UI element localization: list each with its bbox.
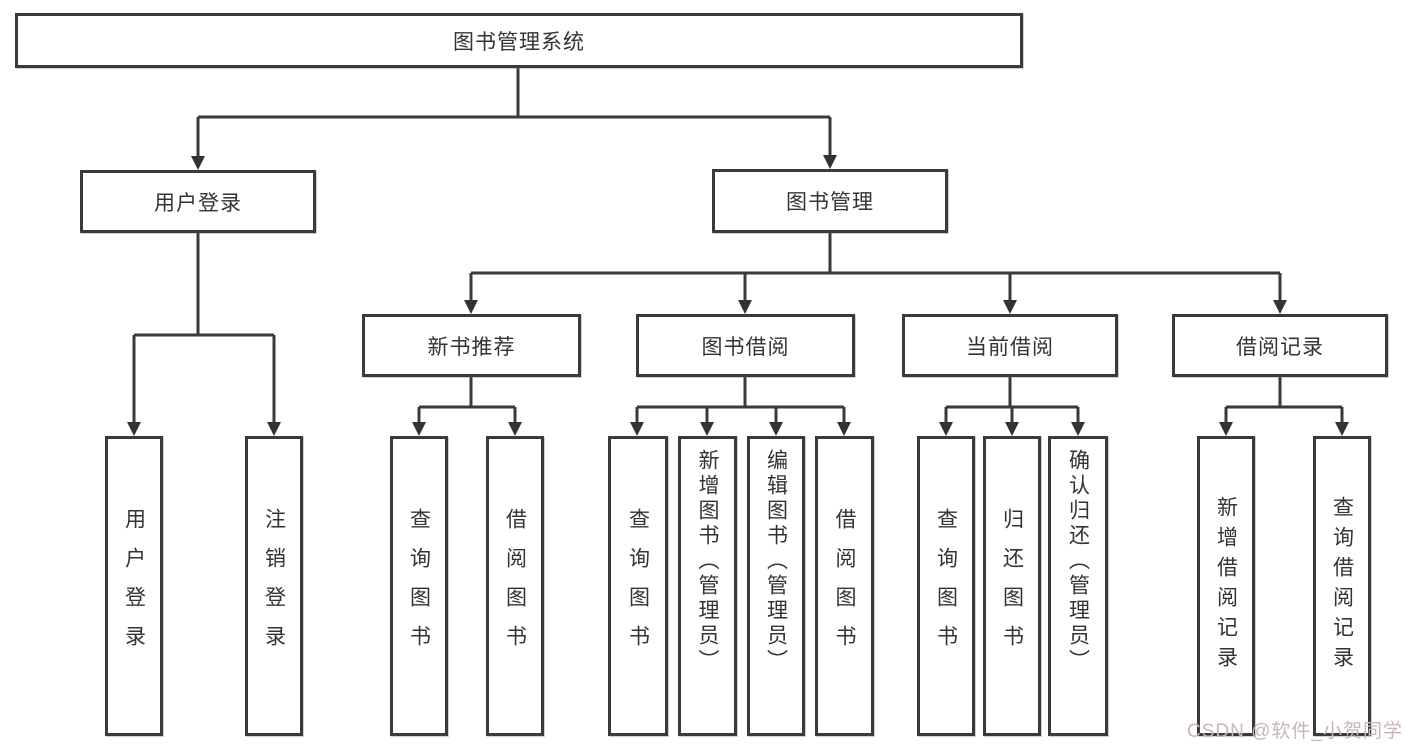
leaf-query-books-2: 查询图书 <box>608 436 668 736</box>
node-book-borrowing: 图书借阅 <box>636 314 855 377</box>
leaf-query-books: 查询图书 <box>390 436 448 736</box>
node-book-management: 图书管理 <box>712 169 948 233</box>
leaf-confirm-return-admin: 确认归还（管理员） <box>1048 436 1108 736</box>
leaf-logout: 注销登录 <box>245 436 303 736</box>
connector-paths <box>132 68 1344 422</box>
leaf-query-books-3: 查询图书 <box>917 436 975 736</box>
leaf-add-borrow-record: 新增借阅记录 <box>1197 436 1255 736</box>
leaf-borrow-books-2: 借阅图书 <box>815 436 874 736</box>
csdn-watermark: CSDN @软件_小贺同学 <box>1187 721 1403 742</box>
node-library-system: 图书管理系统 <box>15 13 1023 68</box>
leaf-user-login: 用户登录 <box>105 436 163 736</box>
leaf-borrow-books: 借阅图书 <box>486 436 544 736</box>
leaf-add-books-admin: 新增图书（管理员） <box>678 436 737 736</box>
node-user-login: 用户登录 <box>80 170 316 233</box>
node-new-book-recommend: 新书推荐 <box>362 314 581 377</box>
leaf-edit-books-admin: 编辑图书（管理员） <box>747 436 805 736</box>
node-current-borrowing: 当前借阅 <box>902 314 1118 377</box>
leaf-return-books: 归还图书 <box>983 436 1041 736</box>
leaf-query-borrow-record: 查询借阅记录 <box>1313 436 1371 736</box>
node-borrow-records: 借阅记录 <box>1172 314 1388 377</box>
